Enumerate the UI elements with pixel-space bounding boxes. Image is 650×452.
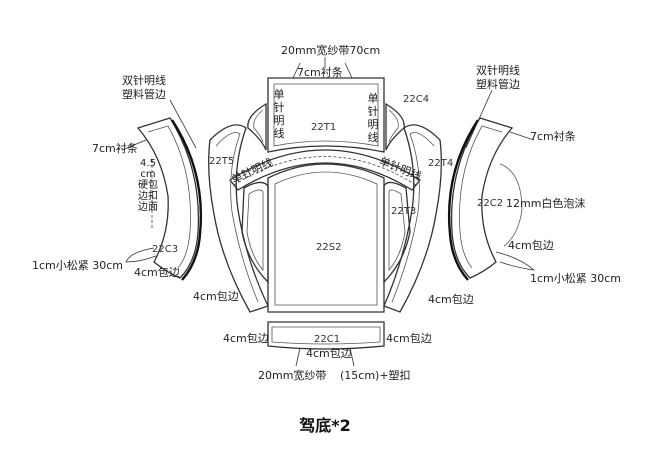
single-stitch-left-label: 单针明线: [273, 88, 285, 140]
piece-22t3-right: [383, 181, 411, 284]
lining-right-leader: [509, 131, 535, 141]
top-band-leader-2: [292, 62, 301, 79]
piece-22t3-right-inner: [388, 189, 406, 272]
piece-22c1-inner: [271, 326, 381, 345]
bottom-band-leader: [295, 347, 301, 367]
piece-22c2-edge: [447, 119, 480, 281]
white-foam-label: 12mm白色泡沫: [506, 197, 586, 210]
piece-22c3-inner: [147, 125, 191, 269]
piece-small-left: [247, 102, 267, 151]
piece-label-22c4: 22C4: [403, 94, 430, 105]
piece-22t4-inner: [391, 132, 435, 303]
piece-22t1-inner: [273, 83, 379, 147]
elastic-right-label: 1cm小松紧 30cm: [530, 272, 622, 285]
binding-c1-bottom-label: 4cm包边: [306, 347, 352, 360]
lining-left-leader: [121, 139, 147, 151]
left-vertical-label: 4.5cm硬包边扣边面: [138, 158, 158, 213]
lining-right-label: 7cm衬条: [530, 130, 576, 143]
piece-label-22t4: 22T4: [428, 158, 454, 169]
diagram-title: 驾底*2: [299, 416, 351, 435]
double-stitch-left-label-1: 双针明线: [122, 74, 166, 87]
double-stitch-left-leader: [169, 99, 197, 149]
piece-22c2: [450, 117, 514, 279]
lining-left-label: 7cm衬条: [92, 142, 138, 155]
piece-label-22t5: 22T5: [209, 156, 235, 167]
piece-22t3-left: [241, 181, 269, 284]
piece-label-22s2: 22S2: [316, 242, 342, 253]
top-lining-label: 7cm衬条: [297, 66, 343, 79]
elastic-left-label: 1cm小松紧 30cm: [32, 259, 124, 272]
bottom-clip-label: (15cm)+塑扣: [340, 369, 411, 382]
binding-left-c3-label: 4cm包边: [134, 266, 180, 279]
piece-22c1: [267, 321, 385, 350]
piece-22c3-edge: [170, 119, 203, 281]
top-band-label: 20mm宽纱带70cm: [281, 44, 381, 57]
arc-band-stitch: [233, 156, 417, 186]
binding-right-mid-label: 4cm包边: [508, 239, 554, 252]
piece-small-left-inner: [253, 109, 264, 143]
piece-label-22t1: 22T1: [311, 122, 337, 133]
piece-22t4: [383, 124, 442, 313]
white-foam-area: [499, 163, 523, 247]
piece-22t5: [208, 124, 269, 313]
double-stitch-right-label-1: 双针明线: [476, 64, 520, 77]
double-stitch-right-label-2: 塑料管边: [476, 78, 520, 91]
piece-label-22t3: 22T3: [391, 206, 417, 217]
piece-label-22c2: 22C2: [477, 198, 504, 209]
piece-22t3-left-inner: [246, 189, 264, 272]
piece-22s2-inner: [274, 171, 378, 306]
piece-22c4: [385, 102, 405, 151]
elastic-left-loop: [125, 247, 157, 263]
binding-left-bottom-label: 4cm包边: [193, 290, 239, 303]
piece-22c3: [136, 117, 200, 279]
piece-label-22c1: 22C1: [314, 334, 341, 345]
binding-c1-right-label: 4cm包边: [386, 332, 432, 345]
piece-label-22c3: 22C3: [152, 244, 179, 255]
double-stitch-left-label-2: 塑料管边: [122, 88, 166, 101]
binding-right-bottom-label: 4cm包边: [428, 293, 474, 306]
piece-22s2-outline: [267, 163, 385, 313]
piece-22c2-inner: [459, 125, 503, 269]
double-stitch-right-leader: [465, 89, 493, 149]
piece-22c4-inner: [388, 109, 399, 143]
binding-c1-left-label: 4cm包边: [223, 332, 269, 345]
piece-22t1-outline: [267, 77, 385, 153]
single-stitch-right-label: 单针明线: [367, 92, 379, 144]
piece-22t5-inner: [215, 132, 259, 303]
top-band-leader-3: [344, 62, 353, 79]
arc-band: [229, 149, 421, 191]
bottom-clip-leader: [349, 347, 355, 367]
bottom-band-label: 20mm宽纱带: [258, 369, 327, 382]
elastic-right-loop: [495, 251, 536, 271]
